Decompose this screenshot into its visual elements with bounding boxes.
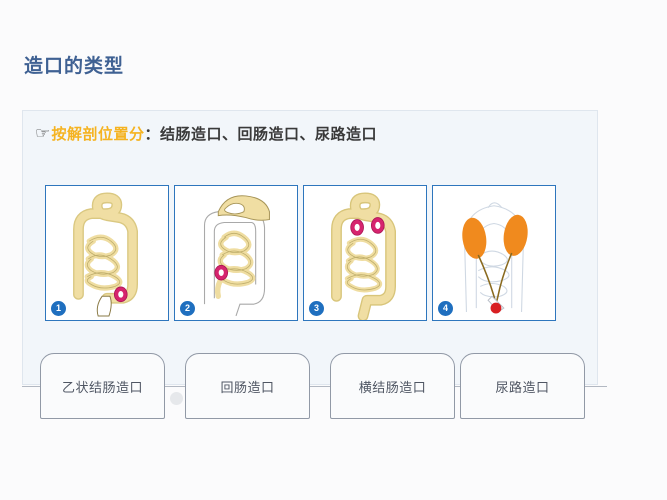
panel-badge: 3 <box>309 301 324 316</box>
sigmoid-colostomy-illustration <box>73 192 138 317</box>
panel-sigmoid-colostomy[interactable]: 1 <box>45 185 169 321</box>
connector-line-3 <box>455 386 460 387</box>
connector-line-right <box>585 386 607 387</box>
transverse-colostomy-illustration <box>331 192 396 320</box>
panel-ileostomy[interactable]: 2 <box>174 185 298 321</box>
subtitle-accent-text: 按解剖位置分 <box>51 126 145 143</box>
panel-transverse-colostomy[interactable]: 3 <box>303 185 427 321</box>
subtitle-rest-text: ：结肠造口、回肠造口、尿路造口 <box>144 126 377 143</box>
pointing-hand-icon: ☞ <box>34 124 51 142</box>
label-row: 乙状结肠造口 回肠造口 横结肠造口 尿路造口 <box>22 353 620 419</box>
connector-line-1 <box>165 386 185 387</box>
label-ileostomy[interactable]: 回肠造口 <box>185 353 310 419</box>
panel-badge: 2 <box>180 301 195 316</box>
label-sigmoid-colostomy[interactable]: 乙状结肠造口 <box>40 353 165 419</box>
connector-line-left <box>22 386 40 387</box>
label-transverse-colostomy[interactable]: 横结肠造口 <box>330 353 455 419</box>
panel-badge: 4 <box>438 301 453 316</box>
label-urostomy[interactable]: 尿路造口 <box>460 353 585 419</box>
panel-badge: 1 <box>51 301 66 316</box>
urostomy-illustration <box>462 202 528 314</box>
diagram-panel-strip: 1 <box>45 185 581 321</box>
ileostomy-illustration <box>203 195 270 317</box>
content-card: ☞ 按解剖位置分 ：结肠造口、回肠造口、尿路造口 <box>22 110 598 385</box>
connector-line-2 <box>310 386 330 387</box>
connector-dot <box>170 392 183 405</box>
subtitle: ☞ 按解剖位置分 ：结肠造口、回肠造口、尿路造口 <box>34 123 377 144</box>
panel-urostomy[interactable]: 4 <box>432 185 556 321</box>
page-title: 造口的类型 <box>24 56 125 77</box>
